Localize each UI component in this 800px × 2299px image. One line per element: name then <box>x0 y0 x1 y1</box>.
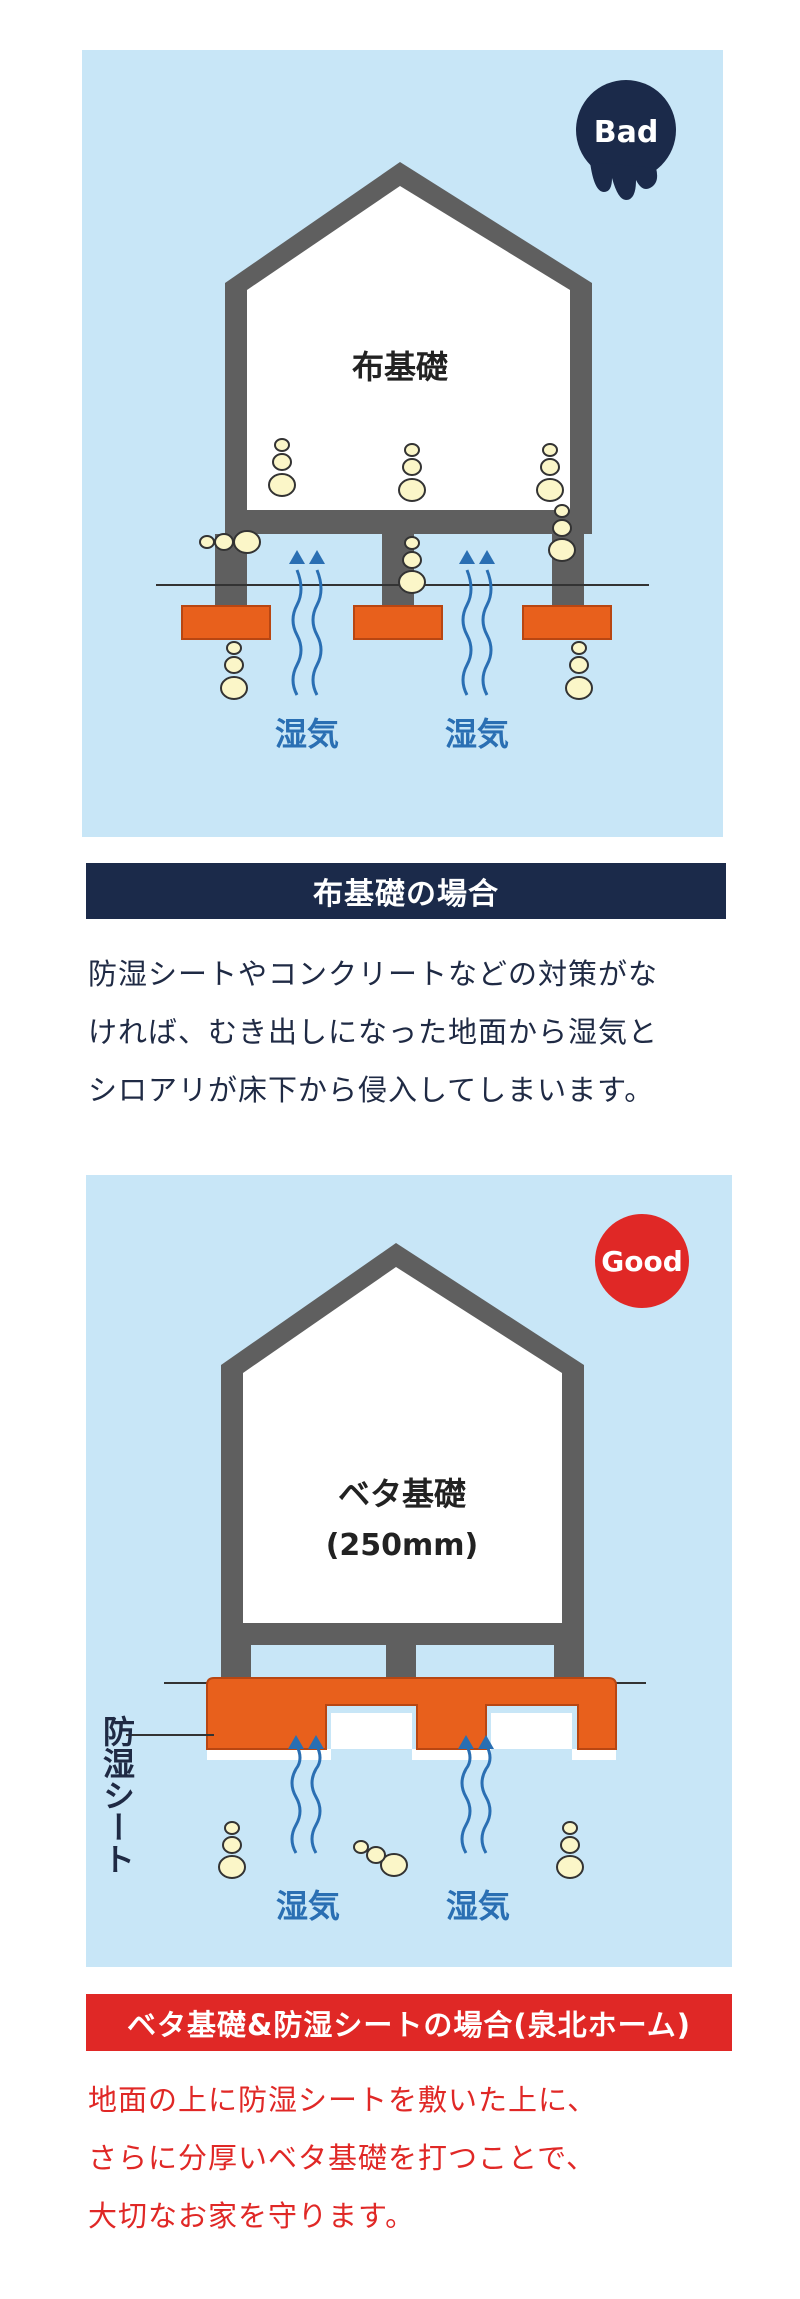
bad-badge: Bad <box>576 80 676 200</box>
post-middle <box>386 1645 416 1680</box>
moisture-label-right: 湿気 <box>446 1887 510 1925</box>
good-badge-label: Good <box>601 1245 683 1278</box>
moisture-arrows-right <box>460 1743 492 1854</box>
moisture-label-left: 湿気 <box>275 715 339 753</box>
termite-icon <box>218 1821 246 1879</box>
moisture-label-right: 湿気 <box>445 715 509 753</box>
diagram-betakiso: ベタ基礎 (250mm) 湿気 湿気 <box>126 1214 689 1925</box>
caption-bar-nunokiso: 布基礎の場合 <box>86 863 726 919</box>
caption-betakiso: ベタ基礎&防湿シートの場合(泉北ホーム) <box>127 2007 691 2042</box>
footing-right <box>522 605 612 640</box>
footing-middle <box>353 605 443 640</box>
termite-icon <box>220 641 248 700</box>
post-right <box>554 1645 584 1680</box>
house-interior <box>243 1267 562 1623</box>
moisture-arrows-left <box>291 569 323 696</box>
caption-bar-betakiso: ベタ基礎&防湿シートの場合(泉北ホーム) <box>86 1994 732 2051</box>
arrow-heads-left <box>289 550 325 564</box>
house-sublabel: (250mm) <box>326 1528 479 1563</box>
termite-icon <box>548 504 576 562</box>
termite-icon <box>398 443 426 502</box>
diagram-nunokiso: 布基礎 湿気 湿気 <box>156 80 676 753</box>
good-badge: Good <box>595 1214 689 1308</box>
diagram-panel-good: ベタ基礎 (250mm) 湿気 湿気 <box>86 1175 732 1967</box>
termite-icon <box>398 536 426 594</box>
arrow-heads-right <box>458 1735 494 1749</box>
termite-icon <box>268 438 296 497</box>
house-interior <box>247 186 570 510</box>
termite-icon <box>199 530 261 554</box>
moisture-label-left: 湿気 <box>276 1887 340 1925</box>
house-label: 布基礎 <box>352 348 448 386</box>
post-left <box>221 1645 251 1680</box>
description-nunokiso: 防湿シートやコンクリートなどの対策がな ければ、むき出しになった地面から湿気と … <box>88 957 659 1107</box>
solid-slab <box>206 1677 617 1750</box>
bad-badge-label: Bad <box>594 115 659 150</box>
diagram-panel-bad: 布基礎 湿気 湿気 <box>82 50 723 837</box>
termite-icon <box>353 1840 408 1877</box>
arrow-heads-right <box>459 550 495 564</box>
house-label: ベタ基礎 <box>338 1475 466 1513</box>
termite-icon <box>565 641 593 700</box>
termite-icon <box>536 443 564 502</box>
moisture-arrows-left <box>290 1743 322 1854</box>
moisture-arrows-right <box>461 569 493 696</box>
arrow-heads-left <box>288 1735 324 1749</box>
footing-left <box>181 605 271 640</box>
termite-icon <box>556 1821 584 1879</box>
moisture-sheet <box>207 1713 616 1760</box>
sheet-label: 防湿シート <box>98 1715 136 1875</box>
caption-nunokiso: 布基礎の場合 <box>313 877 499 912</box>
description-betakiso: 地面の上に防湿シートを敷いた上に、 さらに分厚いベタ基礎を打つことで、 大切なお… <box>88 2083 598 2233</box>
